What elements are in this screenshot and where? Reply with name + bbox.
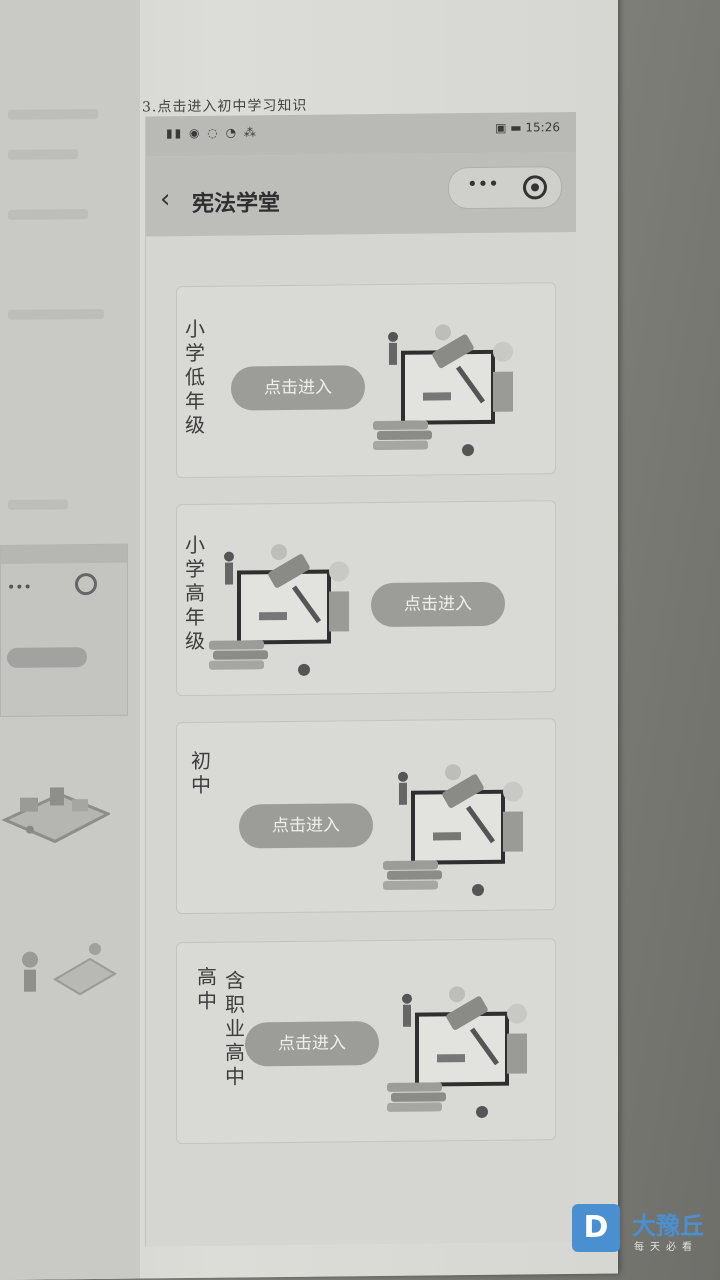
left-phone-pill	[7, 647, 87, 668]
law-gavel-illustration	[373, 324, 513, 457]
step-caption: 3.点击进入初中学习知识	[142, 97, 308, 116]
watermark-name: 大豫丘	[632, 1212, 704, 1240]
enter-button[interactable]: 点击进入	[239, 803, 373, 849]
left-phone-statusbar	[1, 544, 127, 564]
status-icons: ▮▮ ◉ ◌ ◔ ⁂	[166, 125, 258, 141]
status-clock: ▣ ▬ 15:26	[495, 120, 560, 135]
law-gavel-illustration	[387, 986, 527, 1118]
more-icon: •••	[7, 579, 32, 596]
law-gavel-illustration	[383, 764, 523, 896]
card-label-sub: 含职业高中	[225, 968, 245, 1089]
watermark-logo-icon: D	[572, 1204, 620, 1252]
status-time: 15:26	[525, 120, 560, 135]
grade-card-junior-high[interactable]: 初中 点击进入	[176, 718, 556, 915]
left-phone-fragment: •••	[0, 543, 128, 717]
page-title: 宪法学堂	[192, 191, 281, 217]
card-label: 初中	[191, 748, 211, 797]
target-icon[interactable]	[523, 175, 547, 200]
faded-text-line	[8, 308, 104, 320]
phone-screenshot: ▮▮ ◉ ◌ ◔ ⁂ ▣ ▬ 15:26 ‹ 宪法学堂 ••• 小学低年级 点击…	[145, 111, 576, 1247]
card-label: 小学高年级	[185, 532, 205, 654]
card-label: 小学低年级	[185, 316, 205, 438]
enter-button[interactable]: 点击进入	[245, 1021, 379, 1067]
enter-button[interactable]: 点击进入	[231, 365, 365, 411]
grade-card-primary-lower[interactable]: 小学低年级 点击进入	[176, 282, 556, 479]
faded-text-line	[8, 149, 78, 160]
watermark-tagline: 每天必看	[634, 1242, 698, 1253]
grade-card-primary-upper[interactable]: 小学高年级 点击进入	[176, 500, 556, 697]
mini-program-capsule: •••	[448, 166, 562, 210]
status-bar: ▮▮ ◉ ◌ ◔ ⁂ ▣ ▬ 15:26	[146, 111, 576, 157]
people-illustration-icon	[22, 943, 117, 996]
faded-text-line	[8, 108, 98, 120]
left-page-fragment: •••	[0, 0, 140, 1280]
isometric-illustration-icon	[1, 787, 110, 844]
faded-text-line	[8, 499, 68, 510]
enter-button[interactable]: 点击进入	[371, 581, 505, 628]
faded-text-line	[8, 209, 88, 220]
printed-paper: ••• 3.点击进入初中学习知识 ▮▮ ◉ ◌ ◔ ⁂ ▣ ▬ 15:26 ‹ …	[0, 0, 618, 1280]
nav-bar: ‹ 宪法学堂 •••	[146, 151, 576, 237]
chevron-left-icon[interactable]: ‹	[160, 184, 171, 215]
law-gavel-illustration	[209, 544, 349, 676]
watermark-logo: D 大豫丘 每天必看	[572, 1204, 718, 1260]
grade-card-senior-high[interactable]: 高中 含职业高中 点击进入	[176, 938, 556, 1145]
target-icon	[75, 572, 97, 596]
more-icon[interactable]: •••	[467, 173, 499, 196]
card-label: 高中	[197, 964, 217, 1013]
